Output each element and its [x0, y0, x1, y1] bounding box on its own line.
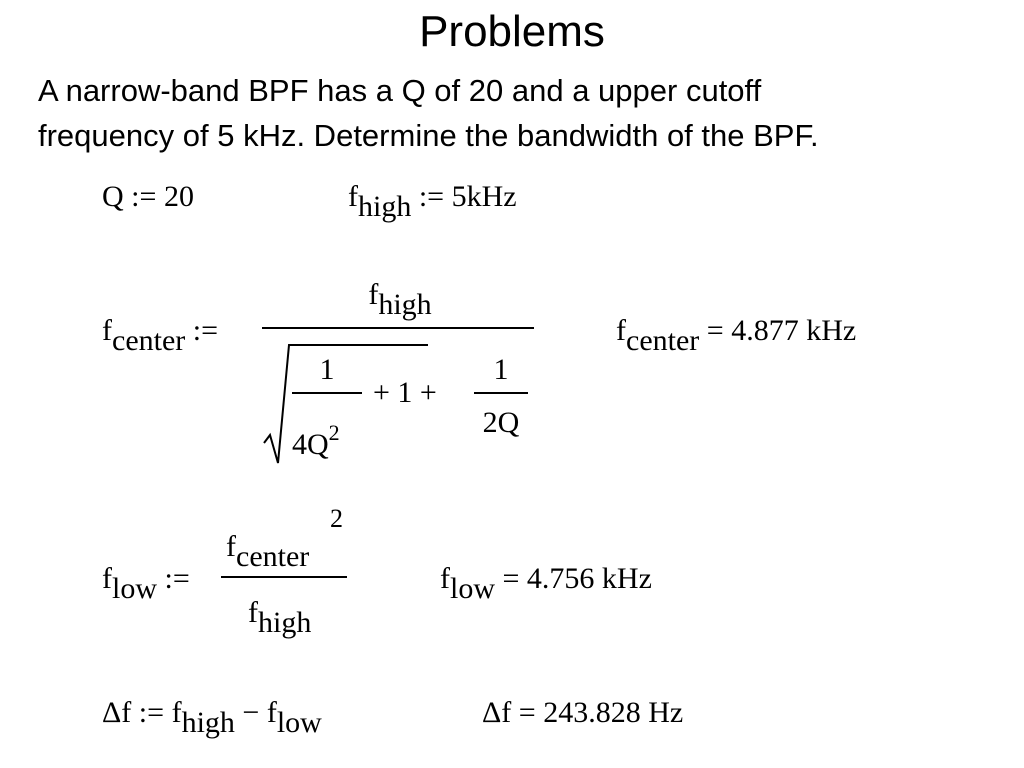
f-center-result: fcenter = 4.877 kHz	[616, 314, 857, 357]
f-low-numerator: fcenter	[226, 530, 310, 573]
bandwidth-definition: Δf := fhigh − flow	[102, 696, 322, 739]
term2-fraction-bar	[474, 392, 528, 394]
slide-title: Problems	[419, 7, 605, 56]
f-low-exponent: 2	[330, 504, 343, 533]
given-q: Q := 20	[102, 180, 194, 213]
f-low-fraction-bar	[221, 576, 347, 578]
f-center-lhs: fcenter :=	[102, 314, 219, 357]
given-f-high: fhigh := 5kHz	[348, 180, 517, 223]
term1-denominator: 4Q2	[292, 420, 340, 461]
problem-line-1: A narrow-band BPF has a Q of 20 and a up…	[38, 73, 762, 108]
f-low-denominator: fhigh	[248, 596, 312, 639]
f-low-lhs: flow :=	[102, 562, 190, 605]
term2-denominator: 2Q	[482, 406, 520, 439]
term1-numerator: 1	[319, 353, 335, 386]
f-center-numerator: fhigh	[368, 278, 432, 321]
term2-numerator: 1	[493, 353, 509, 386]
f-center-fraction-bar	[262, 327, 534, 329]
term-middle: + 1 +	[373, 376, 437, 409]
problem-statement: A narrow-band BPF has a Q of 20 and a up…	[38, 68, 998, 158]
problem-line-2: frequency of 5 kHz. Determine the bandwi…	[38, 118, 819, 153]
term1-fraction-bar	[292, 392, 362, 394]
square-root-icon	[263, 344, 428, 464]
bandwidth-result: Δf = 243.828 Hz	[482, 696, 684, 729]
f-low-result: flow = 4.756 kHz	[440, 562, 652, 605]
